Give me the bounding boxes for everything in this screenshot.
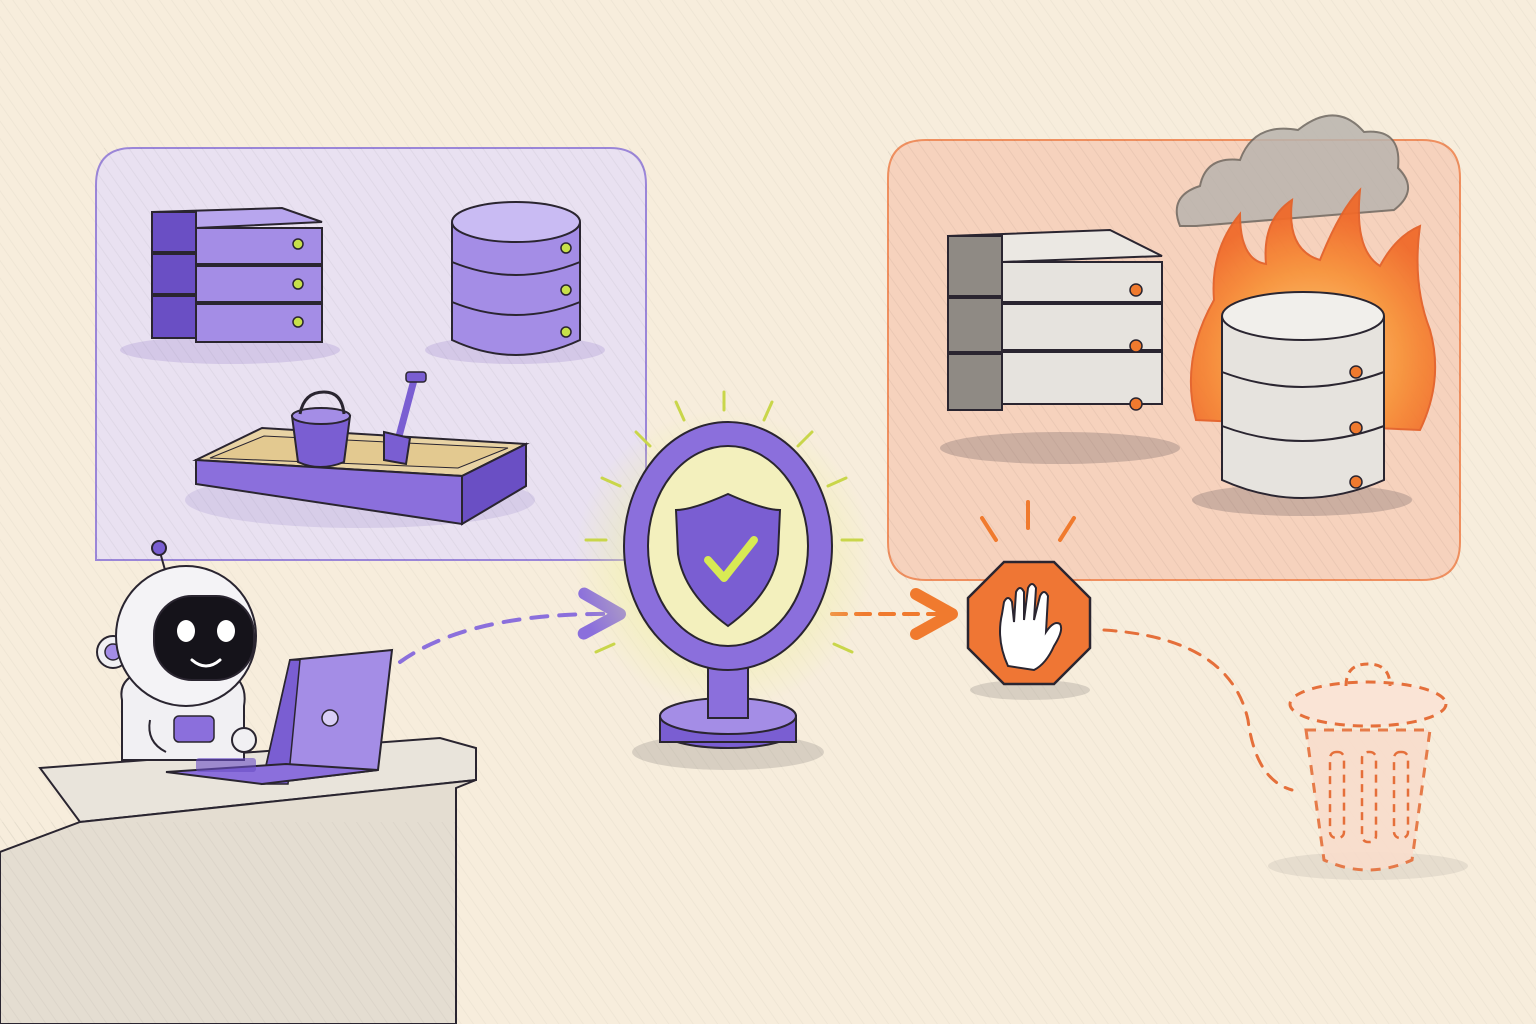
server-rack-icon xyxy=(120,206,340,364)
flow-line-stop-to-trash xyxy=(1102,628,1294,792)
server-rack-icon xyxy=(940,228,1180,464)
laptop-icon xyxy=(165,648,394,786)
robot-icon xyxy=(96,540,257,761)
glow-rays xyxy=(584,390,864,654)
trash-can-icon xyxy=(1268,662,1468,880)
alert-rays xyxy=(980,500,1076,542)
trash-can xyxy=(1268,662,1468,880)
stop-sign xyxy=(966,500,1092,700)
shield-gate xyxy=(574,390,874,770)
flow-arrow-agent-to-gate xyxy=(398,587,626,664)
smoke-cloud-icon xyxy=(1175,114,1409,227)
robot-agent xyxy=(0,540,477,1024)
shield-check-icon xyxy=(674,492,782,628)
stop-hand-icon xyxy=(999,583,1063,672)
sandbox-icon xyxy=(185,371,535,528)
database-icon xyxy=(425,201,605,364)
database-icon xyxy=(1192,291,1412,516)
